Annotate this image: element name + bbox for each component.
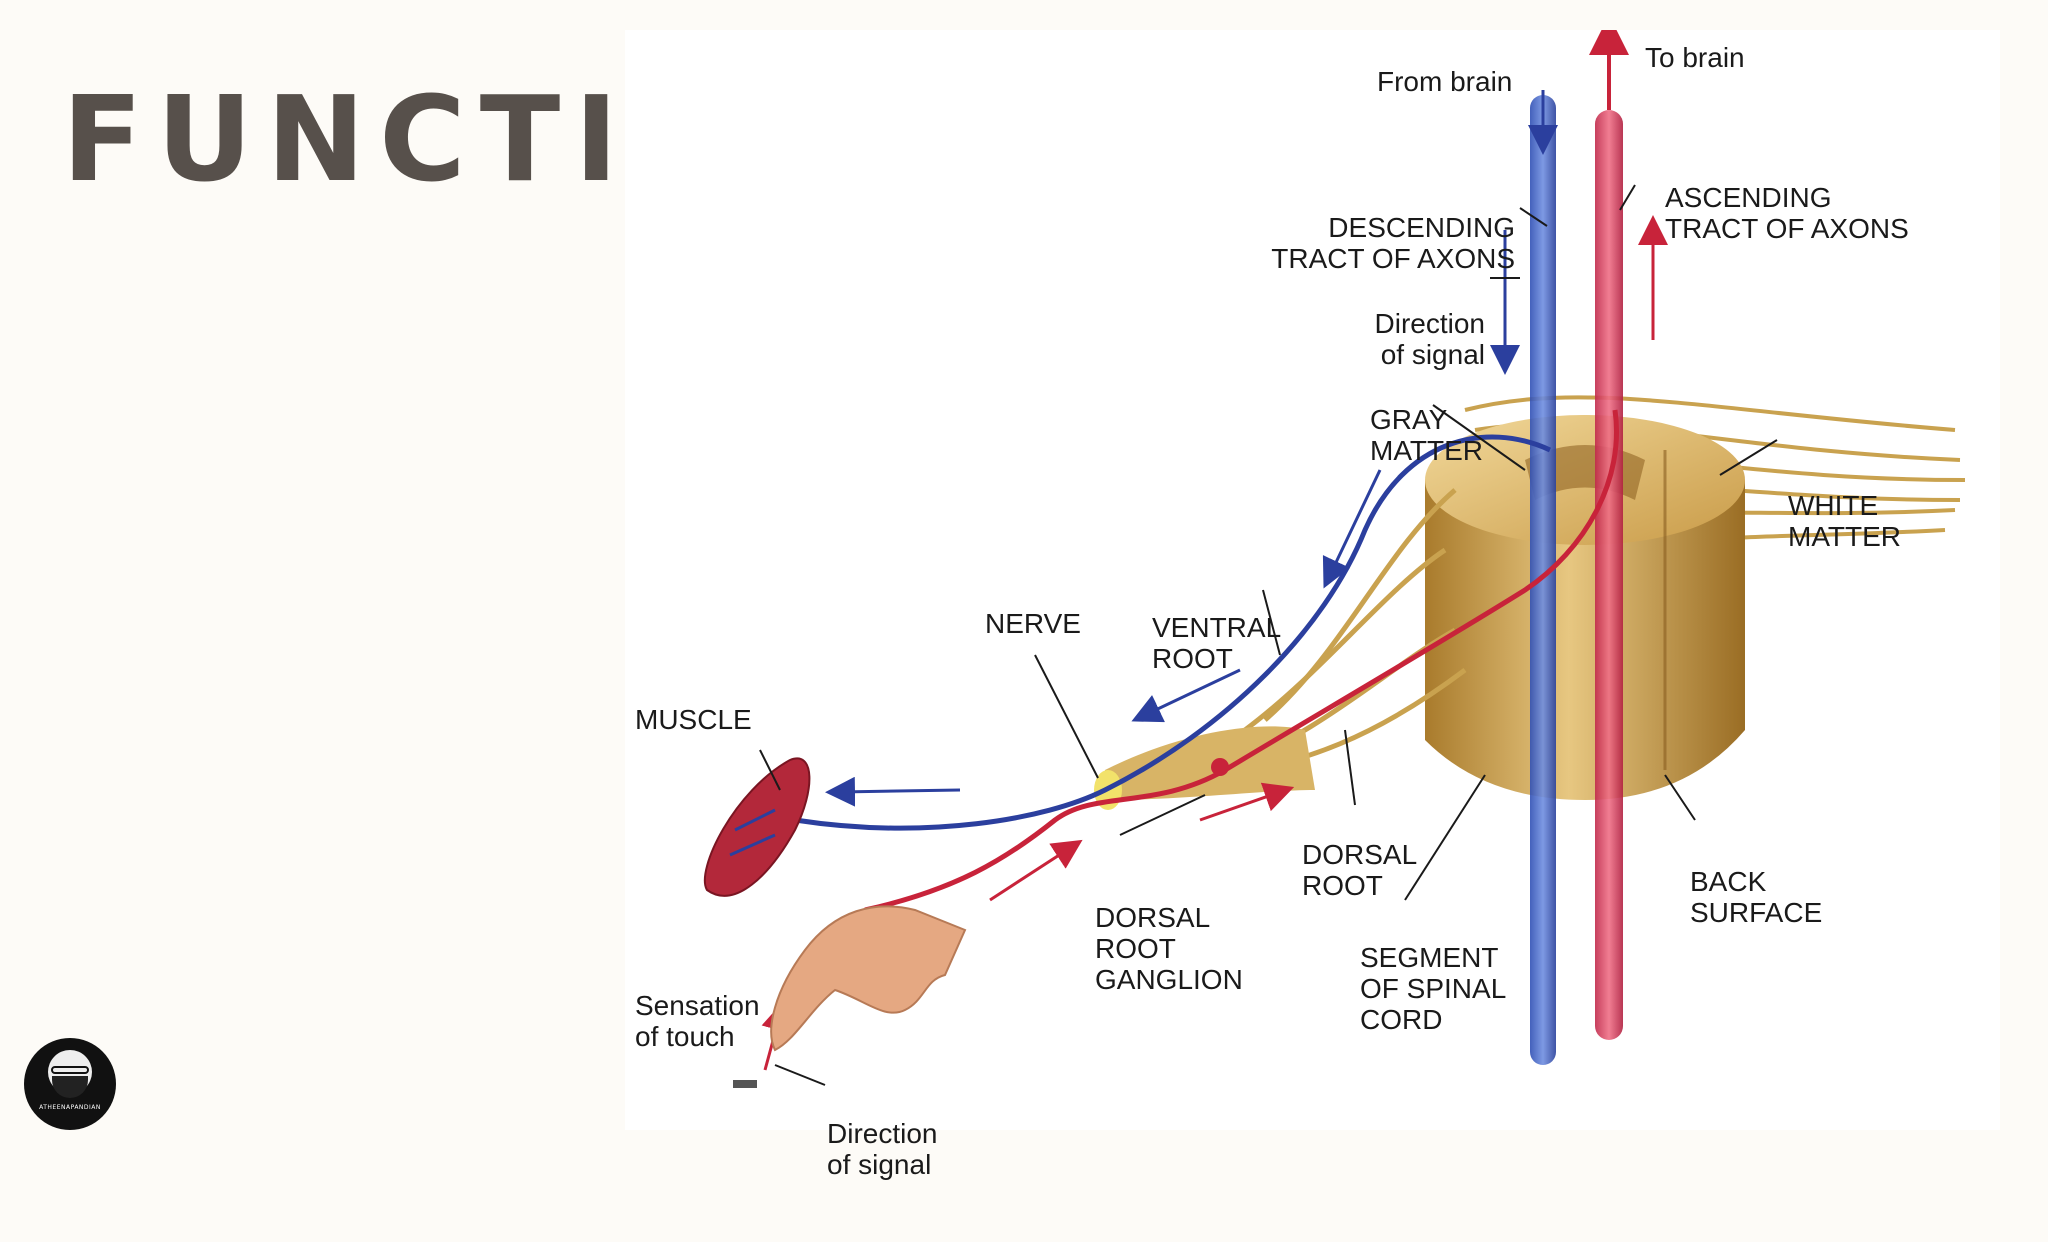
muscle-shape: [703, 757, 811, 897]
diagram-illustration: [703, 30, 1966, 1088]
leader-lines: [759, 184, 1778, 1086]
glasses-icon: [51, 1066, 89, 1074]
descending-tract: [1530, 95, 1556, 1065]
logo-brand-text: ATHEENAPANDIAN: [39, 1104, 101, 1111]
label-muscle: MUSCLE: [635, 704, 752, 735]
sensory-neuron-path: [864, 409, 1619, 913]
ganglion-cell: [1211, 758, 1229, 776]
label-nerve: NERVE: [985, 608, 1081, 639]
ascending-tract: [1595, 110, 1623, 1040]
beard-icon: [52, 1076, 88, 1098]
motor-neuron-path: [794, 434, 1552, 831]
label-from-brain: From brain: [1377, 66, 1513, 97]
label-to-brain: To brain: [1645, 42, 1745, 73]
touch-stimulus: [733, 1080, 757, 1088]
brand-logo: ATHEENAPANDIAN: [24, 1038, 116, 1130]
finger-shape: [770, 905, 967, 1052]
